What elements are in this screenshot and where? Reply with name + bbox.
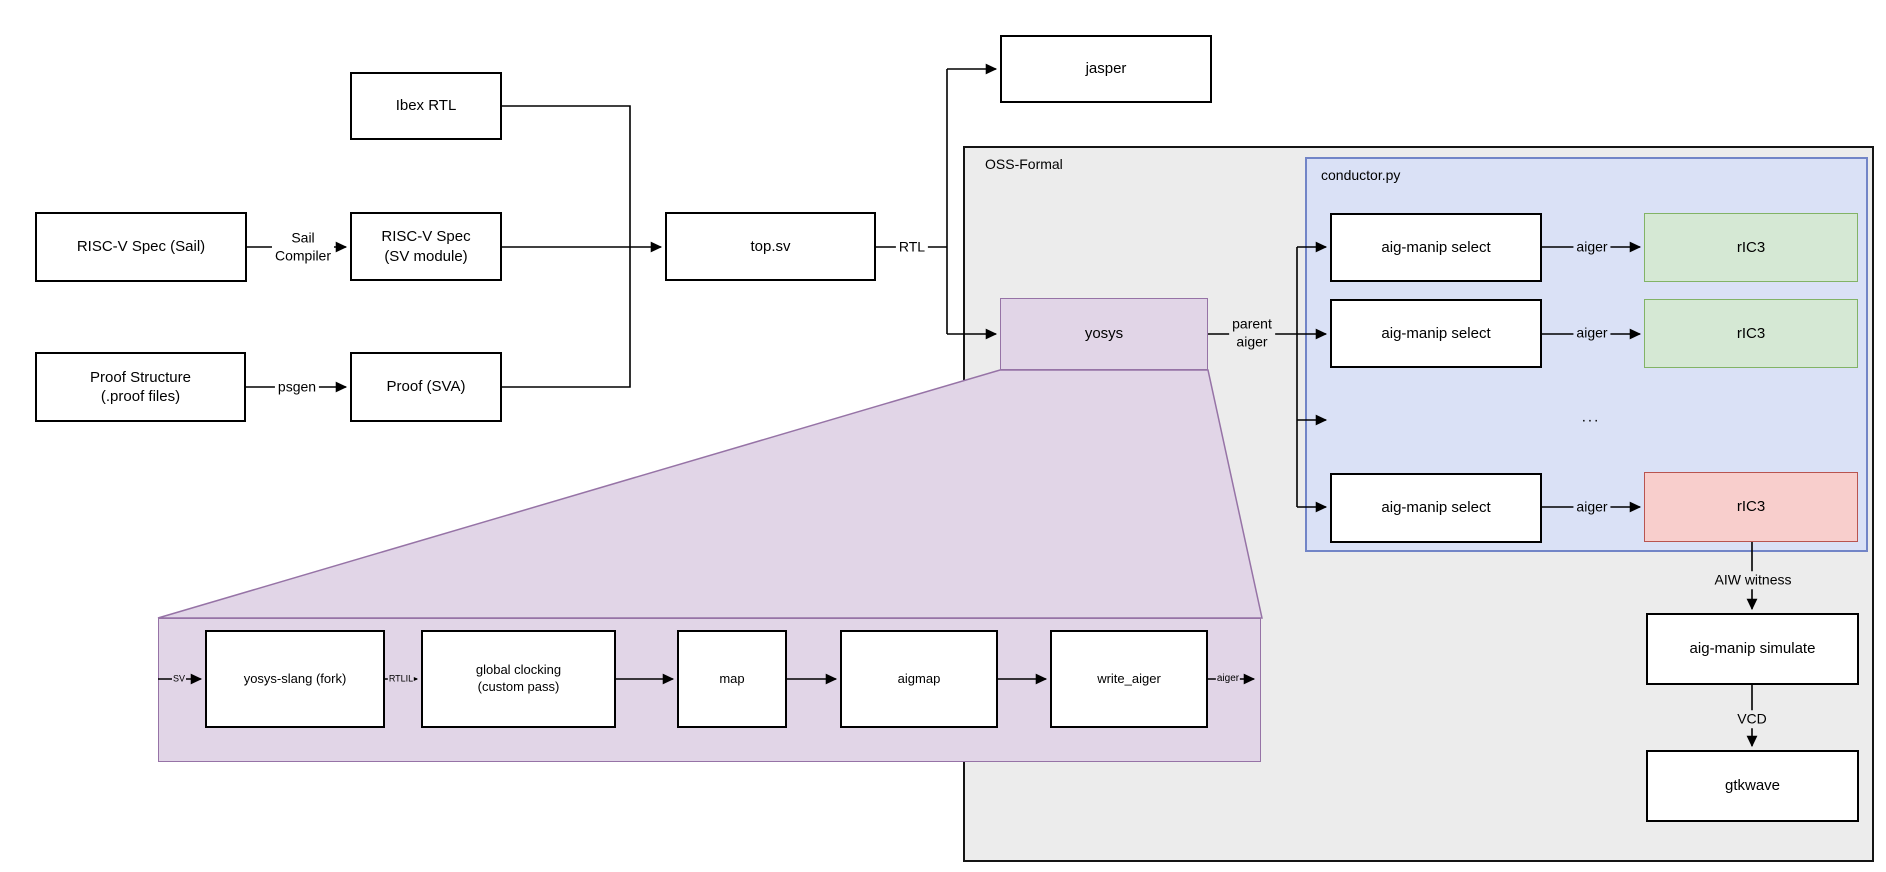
node-gtkwave: gtkwave bbox=[1646, 750, 1859, 822]
node-aig-manip-simulate: aig-manip simulate bbox=[1646, 613, 1859, 685]
yosys-zoom-lens bbox=[157, 369, 1263, 619]
node-riscv-spec-sail-label: RISC-V Spec (Sail) bbox=[76, 238, 206, 256]
node-write-aiger: write_aiger bbox=[1050, 630, 1208, 728]
label-aiw-witness: AIW witness bbox=[1711, 571, 1795, 589]
node-map-label: map bbox=[719, 670, 745, 686]
node-proof-sva-label: Proof (SVA) bbox=[386, 378, 466, 396]
node-yosys-label: yosys bbox=[1084, 325, 1124, 343]
label-sv: SV bbox=[171, 673, 187, 685]
node-ric3-2-label: rIC3 bbox=[1736, 324, 1766, 342]
label-rtl: RTL bbox=[895, 238, 929, 256]
label-aiger-row4: aiger bbox=[1573, 498, 1611, 516]
node-aigmap: aigmap bbox=[840, 630, 998, 728]
node-ric3-1-label: rIC3 bbox=[1736, 238, 1766, 256]
node-proof-structure-line2: (.proof files) bbox=[100, 388, 181, 405]
node-riscv-spec-sv-line2: (SV module) bbox=[384, 247, 468, 265]
node-ibex-rtl: Ibex RTL bbox=[350, 72, 502, 140]
node-riscv-spec-sail: RISC-V Spec (Sail) bbox=[35, 212, 247, 282]
node-gtkwave-label: gtkwave bbox=[1724, 777, 1781, 795]
node-top-sv-label: top.sv bbox=[750, 237, 791, 255]
node-aig-manip-select-3: aig-manip select bbox=[1330, 473, 1542, 543]
node-proof-structure: Proof Structure (.proof files) bbox=[35, 352, 246, 422]
conductor-label: conductor.py bbox=[1321, 167, 1401, 183]
node-aig-manip-select-1-label: aig-manip select bbox=[1381, 238, 1491, 256]
node-top-sv: top.sv bbox=[665, 212, 876, 281]
label-aiger-row1: aiger bbox=[1573, 238, 1611, 256]
node-yosys-slang: yosys-slang (fork) bbox=[205, 630, 385, 728]
label-aiger-row2: aiger bbox=[1573, 324, 1611, 342]
node-jasper-label: jasper bbox=[1085, 60, 1127, 78]
node-global-clocking-line2: (custom pass) bbox=[477, 679, 560, 694]
node-yosys-slang-label: yosys-slang (fork) bbox=[243, 670, 347, 686]
label-rtlil: RTLIL bbox=[387, 673, 415, 685]
node-ric3-3: rIC3 bbox=[1644, 472, 1858, 542]
node-global-clocking: global clocking (custom pass) bbox=[421, 630, 616, 728]
node-ric3-1: rIC3 bbox=[1644, 213, 1858, 282]
label-vcd: VCD bbox=[1734, 710, 1770, 728]
label-ellipsis: ... bbox=[1581, 408, 1601, 426]
node-jasper: jasper bbox=[1000, 35, 1212, 103]
node-aig-manip-select-1: aig-manip select bbox=[1330, 213, 1542, 282]
label-parent-aiger-line1: parent bbox=[1232, 315, 1272, 332]
label-parent-aiger-line2: aiger bbox=[1236, 333, 1268, 349]
node-aig-manip-simulate-label: aig-manip simulate bbox=[1689, 640, 1816, 658]
node-write-aiger-label: write_aiger bbox=[1097, 670, 1161, 686]
node-riscv-spec-sv-line1: RISC-V Spec bbox=[381, 228, 471, 245]
node-proof-structure-line1: Proof Structure bbox=[90, 368, 191, 386]
node-ibex-rtl-label: Ibex RTL bbox=[395, 97, 457, 115]
label-sail-compiler-line1: Sail bbox=[291, 229, 315, 246]
node-aig-manip-select-3-label: aig-manip select bbox=[1381, 499, 1491, 517]
node-aig-manip-select-2-label: aig-manip select bbox=[1381, 324, 1491, 342]
node-ric3-2: rIC3 bbox=[1644, 299, 1858, 368]
node-map: map bbox=[677, 630, 787, 728]
node-aigmap-label: aigmap bbox=[897, 670, 941, 686]
node-global-clocking-line1: global clocking bbox=[475, 662, 562, 678]
node-aig-manip-select-2: aig-manip select bbox=[1330, 299, 1542, 368]
label-psgen: psgen bbox=[274, 378, 320, 396]
label-aiger-out: aiger bbox=[1215, 672, 1241, 686]
label-parent-aiger: parent aiger bbox=[1229, 315, 1275, 351]
node-proof-sva: Proof (SVA) bbox=[350, 352, 502, 422]
label-sail-compiler-line2: Compiler bbox=[274, 247, 332, 263]
node-ric3-3-label: rIC3 bbox=[1736, 498, 1766, 516]
node-riscv-spec-sv: RISC-V Spec (SV module) bbox=[350, 212, 502, 281]
label-sail-compiler: Sail Compiler bbox=[271, 229, 335, 265]
oss-formal-label: OSS-Formal bbox=[985, 156, 1063, 172]
node-yosys: yosys bbox=[1000, 298, 1208, 370]
